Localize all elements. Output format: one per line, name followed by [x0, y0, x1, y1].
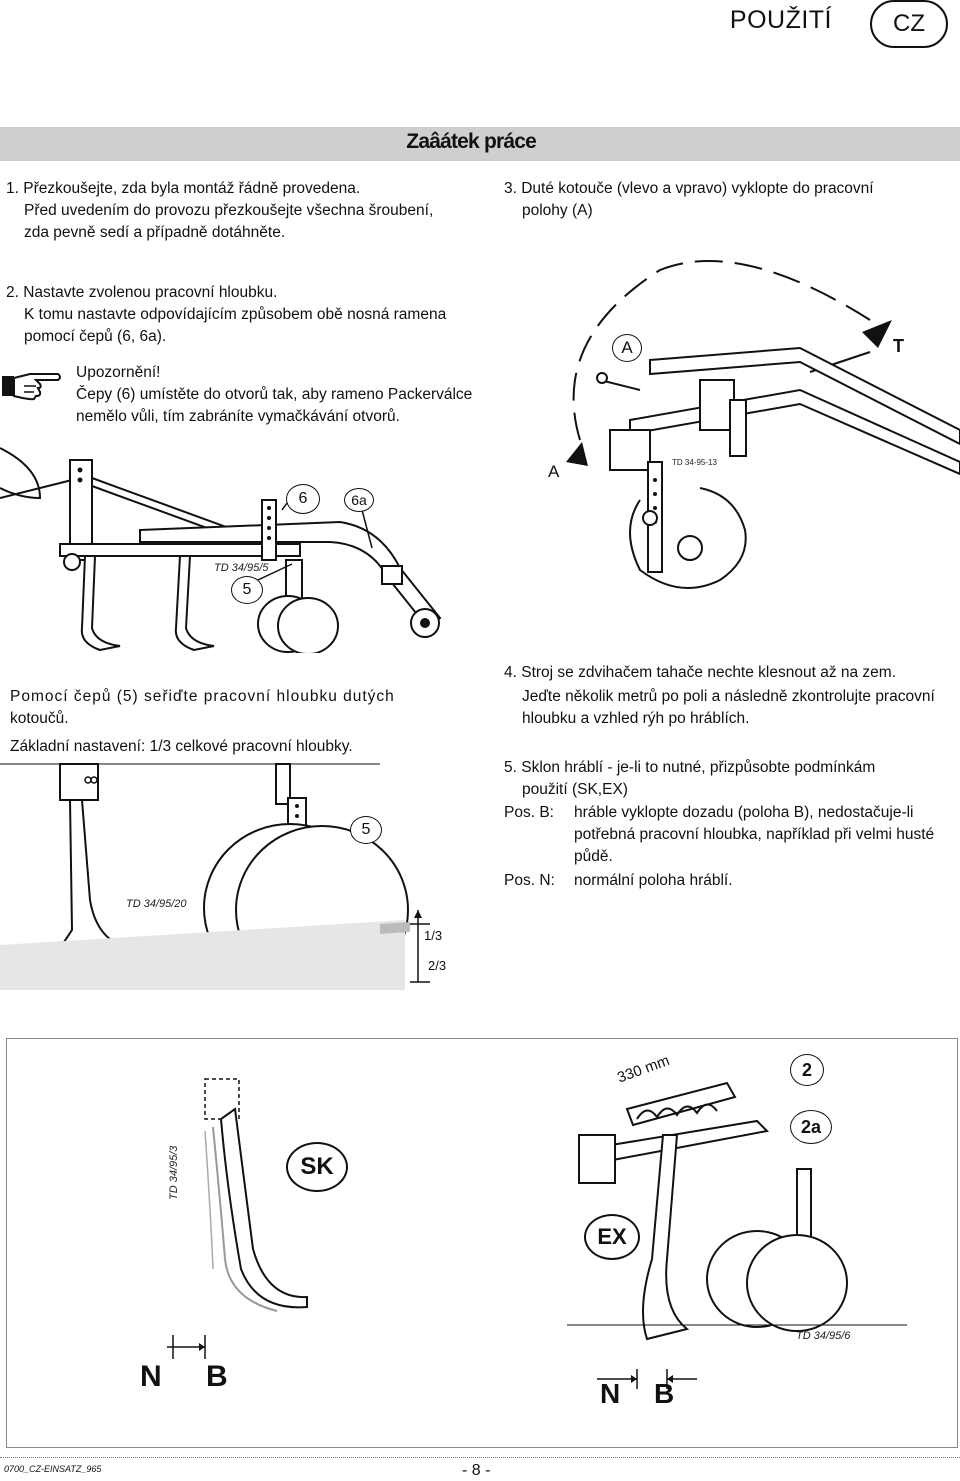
step-4-line-1: 4. Stroj se zdvihačem tahače nechte kles…	[504, 664, 897, 681]
figure-code-3: TD 34/95/20	[126, 898, 187, 910]
step-5-line-1: 5. Sklon hráblí - je-li to nutné, přizpů…	[504, 759, 876, 776]
label-a-bottom: A	[548, 462, 560, 481]
step-5-line-2: použití (SK,EX)	[522, 781, 628, 798]
language-badge: CZ	[870, 0, 948, 48]
step-3: 3. Duté kotouče (vlevo a vpravo) vyklopt…	[504, 178, 944, 222]
callout-5-detail: 5	[350, 816, 382, 844]
step-2-line-2: K tomu nastavte odpovídajícím způsobem o…	[24, 306, 447, 323]
step-2-line-3: pomocí čepů (6, 6a).	[24, 328, 167, 345]
step-1-line-1: 1. Přezkoušejte, zda byla montáž řádně p…	[6, 180, 361, 197]
step-1-line-3: zda pevně sedí a případně dotáhněte.	[24, 224, 286, 241]
warning-block: Upozornění! Čepy (6) umístěte do otvorů …	[76, 362, 476, 428]
label-b-left: B	[206, 1360, 228, 1393]
depth-line-1: Pomocí čepů (5) seřiďte pracovní hloubku…	[10, 688, 395, 705]
warning-line-1: Čepy (6) umístěte do otvorů tak, aby ram…	[76, 386, 473, 403]
pos-b-line-2: potřebná pracovní hloubka, například při…	[574, 826, 935, 843]
figure-code-2: TD 34-95-13	[672, 458, 717, 467]
pointing-hand-icon	[0, 366, 62, 411]
callout-2: 2	[790, 1054, 824, 1086]
figure-code-1: TD 34/95/5	[214, 562, 269, 574]
figure-rake-positions	[6, 1038, 958, 1448]
label-b-right: B	[654, 1378, 675, 1409]
depth-two-thirds: 2/3	[428, 958, 447, 973]
pos-n-label: Pos. N:	[504, 872, 555, 889]
label-n-right: N	[600, 1378, 621, 1409]
label-n-left: N	[140, 1360, 162, 1393]
figure-depth-detail	[0, 760, 470, 990]
footer-doc-code: 0700_CZ-EINSATZ_965	[4, 1464, 102, 1474]
callout-ex: EX	[584, 1214, 640, 1260]
step-4-line-2: Jeďte několik metrů po poli a následně z…	[522, 688, 935, 705]
warning-line-2: nemělo vůli, tím zabráníte vymačkávání o…	[76, 408, 400, 425]
pos-b-line-1: hráble vyklopte dozadu (poloha B), nedos…	[574, 804, 914, 821]
depth-paragraph: Pomocí čepů (5) seřiďte pracovní hloubku…	[10, 686, 470, 758]
step-4-line-3: hloubku a vzhled rýh po hráblích.	[522, 710, 750, 727]
footer-divider	[0, 1457, 960, 1459]
pos-b-text: hráble vyklopte dozadu (poloha B), nedos…	[574, 802, 958, 868]
figure-code-4-left: TD 34/95/3	[168, 1145, 180, 1200]
depth-line-3: Základní nastavení: 1/3 celkové pracovní…	[10, 738, 353, 755]
step-2: 2. Nastavte zvolenou pracovní hloubku. K…	[6, 282, 476, 348]
step-4: 4. Stroj se zdvihačem tahače nechte kles…	[504, 662, 954, 730]
step-2-line-1: 2. Nastavte zvolenou pracovní hloubku.	[6, 284, 278, 301]
step-3-line-2: polohy (A)	[522, 202, 593, 219]
callout-5: 5	[231, 576, 263, 604]
section-title: Zaâátek práce	[406, 130, 537, 153]
depth-one-third: 1/3	[424, 928, 443, 943]
page-number: - 8 -	[462, 1462, 491, 1479]
warning-title: Upozornění!	[76, 364, 161, 381]
step-5: 5. Sklon hráblí - je-li to nutné, přizpů…	[504, 757, 954, 801]
callout-sk: SK	[286, 1142, 348, 1192]
figure-depth-pins	[0, 438, 480, 653]
callout-a-top: A	[612, 334, 642, 362]
pos-b-label: Pos. B:	[504, 804, 554, 821]
section-bar: Zaâátek práce	[0, 127, 960, 161]
pos-n-text: normální poloha hráblí.	[574, 872, 733, 889]
pos-b-line-3: půdě.	[574, 848, 613, 865]
page-header-title: POUŽITÍ	[729, 6, 832, 34]
figure-disc-fold	[540, 230, 960, 610]
callout-2a: 2a	[790, 1110, 832, 1144]
step-1: 1. Přezkoušejte, zda byla montáž řádně p…	[6, 178, 476, 244]
callout-6a: 6a	[344, 488, 374, 512]
label-t: T	[893, 336, 904, 356]
step-3-line-1: 3. Duté kotouče (vlevo a vpravo) vyklopt…	[504, 180, 874, 197]
figure-code-4-right: TD 34/95/6	[796, 1330, 851, 1342]
callout-6: 6	[286, 484, 320, 514]
depth-line-2: kotoučů.	[10, 710, 69, 727]
step-1-line-2: Před uvedením do provozu přezkoušejte vš…	[24, 202, 434, 219]
